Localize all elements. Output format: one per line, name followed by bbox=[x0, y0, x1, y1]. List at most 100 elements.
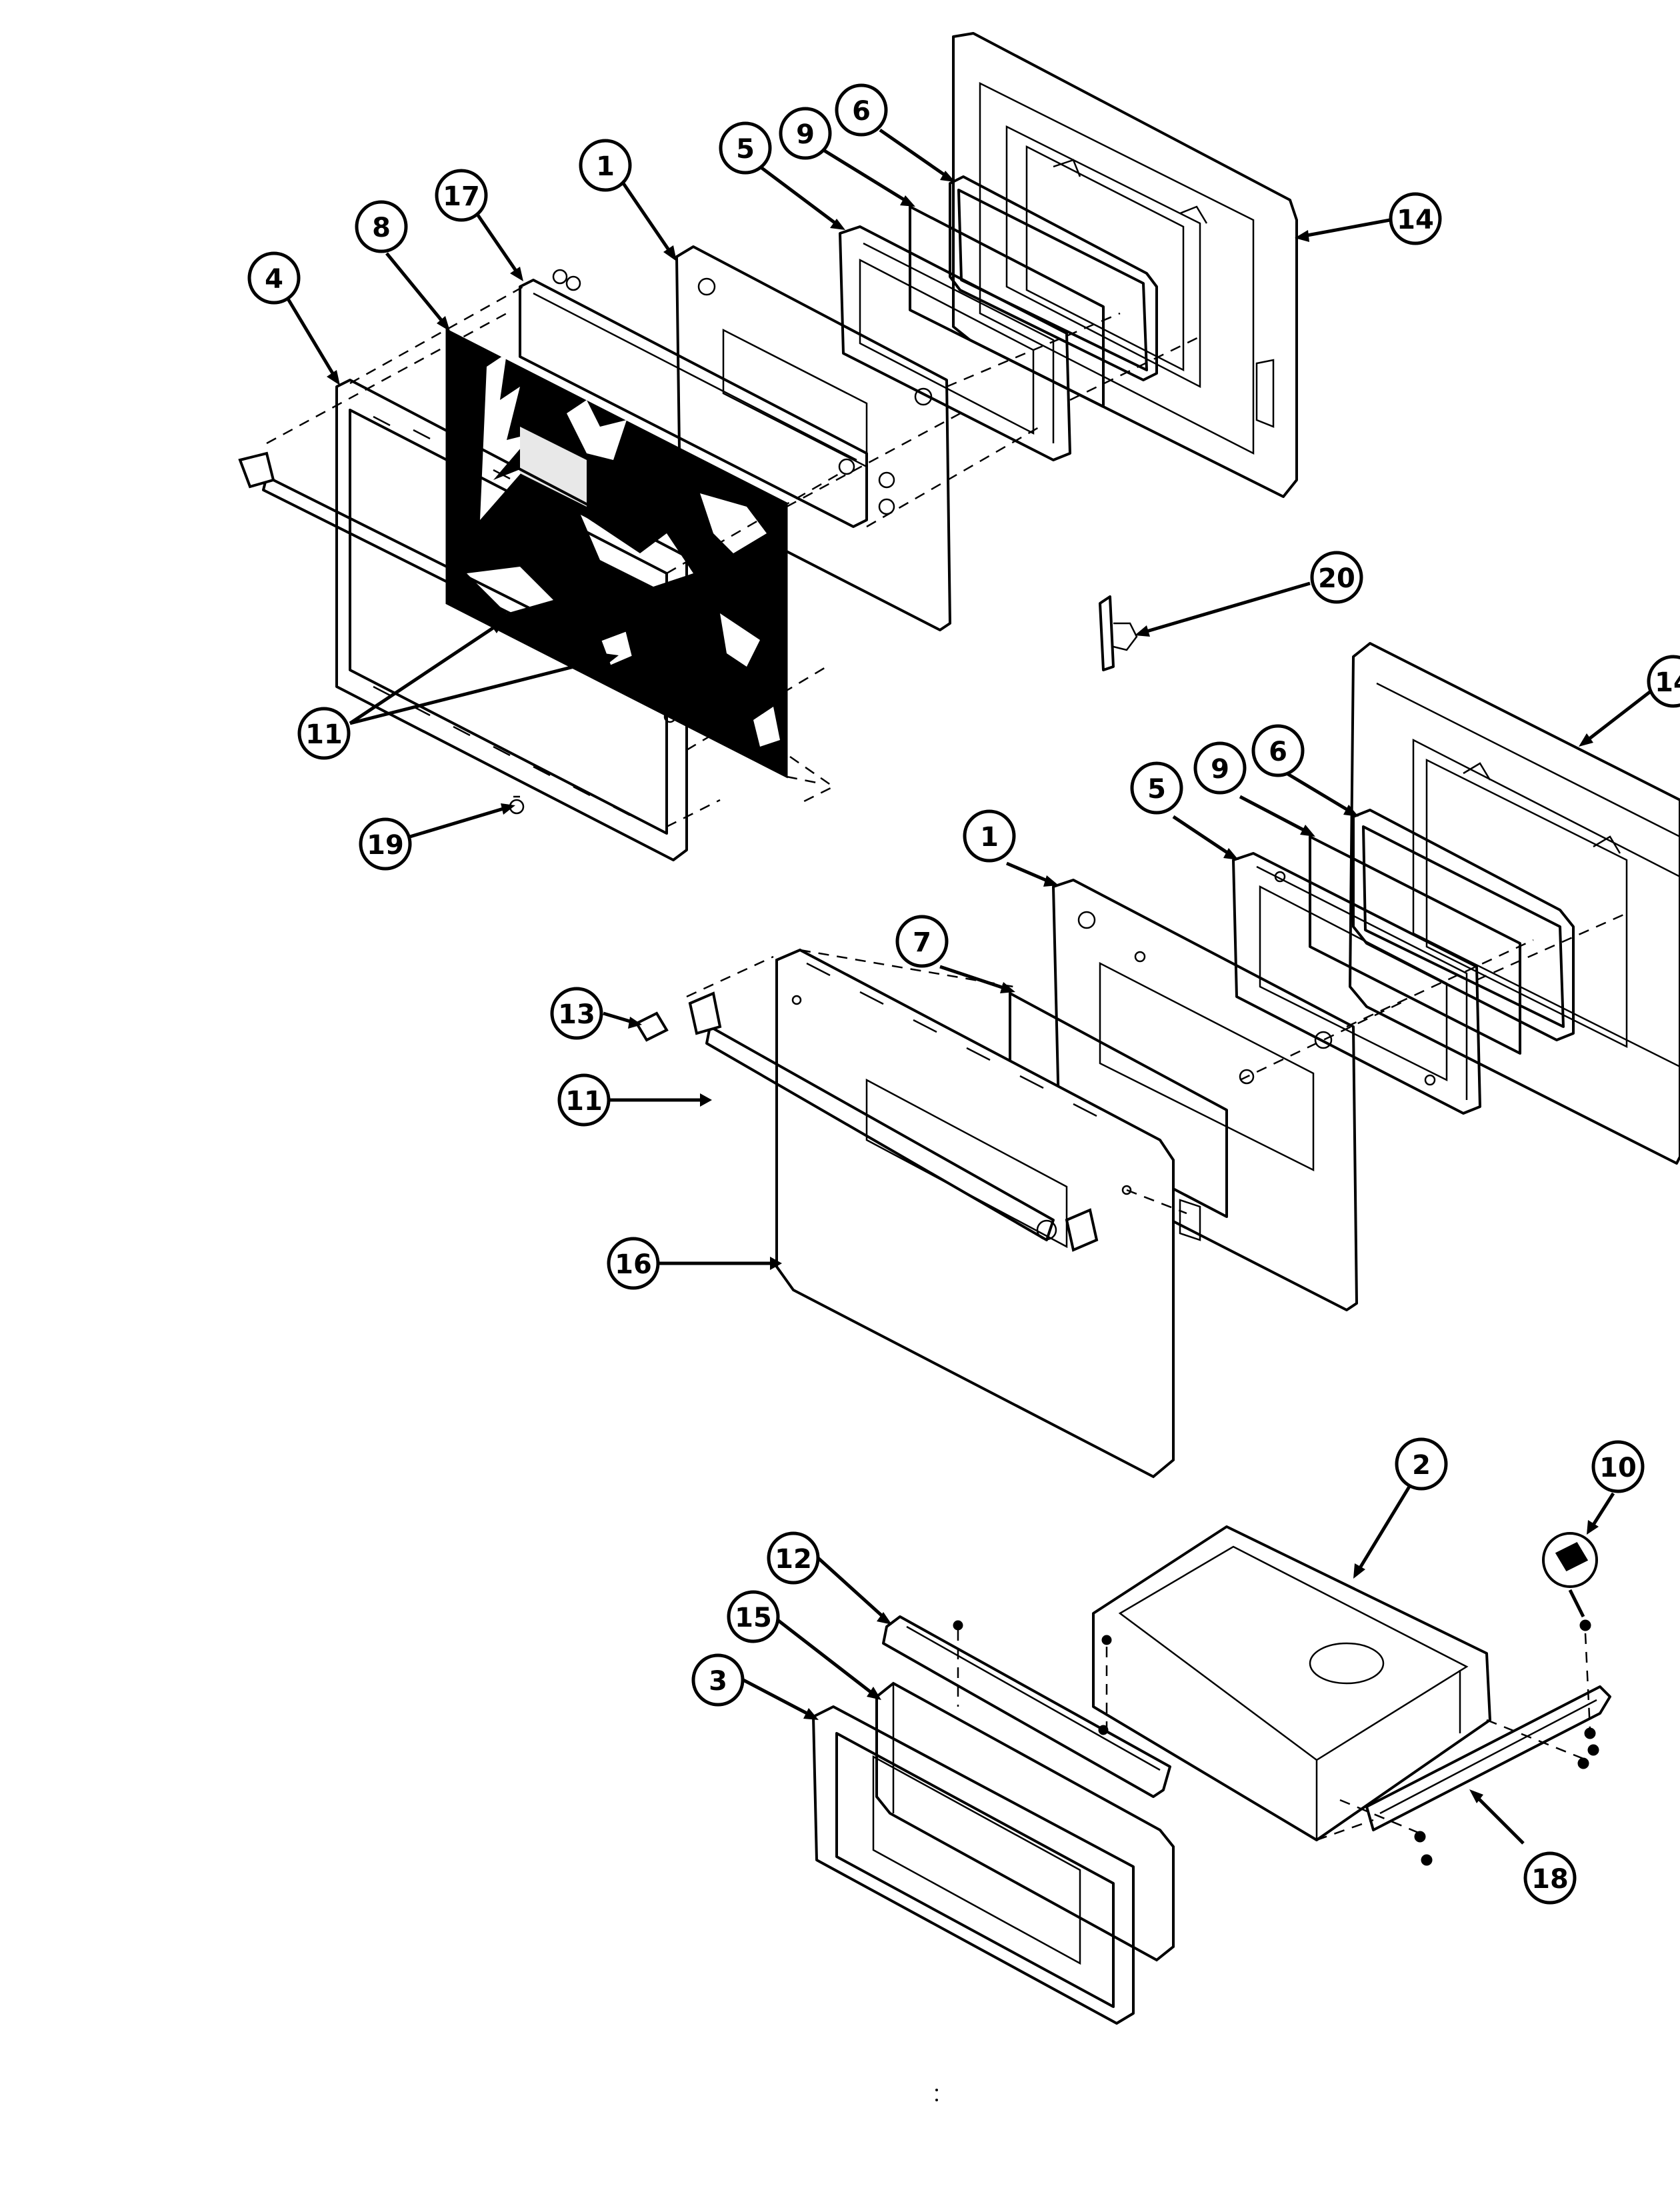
callout-circle bbox=[355, 200, 408, 253]
callout-circle bbox=[1130, 761, 1183, 815]
callout-label: 13 bbox=[558, 999, 595, 1030]
callout-7: 7 bbox=[895, 915, 949, 968]
part-4-upper-door-frame bbox=[335, 379, 688, 861]
callout-label: 9 bbox=[1211, 754, 1229, 785]
callout-circle bbox=[767, 1531, 820, 1585]
callout-label: 11 bbox=[305, 719, 343, 750]
callout-circle bbox=[1647, 655, 1680, 708]
callout-9: 9 bbox=[779, 107, 832, 160]
callout-circle bbox=[607, 1237, 660, 1290]
lower-assembly-lines bbox=[686, 912, 1627, 1215]
part-6-upper-gasket bbox=[949, 175, 1158, 381]
upper-door-assembly bbox=[238, 32, 1298, 861]
callout-label: 5 bbox=[736, 134, 755, 165]
callout-13: 13 bbox=[550, 987, 603, 1040]
callout-12: 12 bbox=[767, 1531, 820, 1585]
callout-5: 5 bbox=[719, 121, 772, 175]
callout-circle bbox=[691, 1653, 745, 1707]
part-14-lower-door-liner bbox=[1349, 642, 1680, 1165]
drawer-assembly-lines bbox=[957, 1630, 1591, 1841]
part-11-upper-handle bbox=[238, 451, 655, 685]
callout-14: 14 bbox=[1389, 192, 1442, 245]
part-10-clip bbox=[1542, 1532, 1598, 1588]
callout-20: 20 bbox=[1310, 551, 1363, 604]
callout-label: 20 bbox=[1318, 563, 1355, 594]
callout-9b: 9 bbox=[1193, 741, 1247, 795]
callout-circle bbox=[727, 1590, 780, 1643]
callout-label: 8 bbox=[372, 213, 391, 243]
callout-bubbles: 112345566789910111112131414151617181920 bbox=[247, 83, 1680, 1905]
part-20-hinge-clip bbox=[1099, 595, 1138, 671]
callout-circle bbox=[1251, 724, 1305, 777]
callout-circle bbox=[1389, 192, 1442, 245]
callout-1b: 1 bbox=[963, 809, 1016, 863]
callout-circle bbox=[779, 107, 832, 160]
callout-19: 19 bbox=[359, 817, 412, 871]
part-9-lower-glass bbox=[1309, 835, 1521, 1055]
callout-3: 3 bbox=[691, 1653, 745, 1707]
callout-label: 6 bbox=[1269, 737, 1287, 767]
callout-label: 14 bbox=[1655, 667, 1680, 698]
callout-label: 16 bbox=[615, 1249, 652, 1280]
callout-15: 15 bbox=[727, 1590, 780, 1643]
part-18-drawer-slide bbox=[1365, 1685, 1611, 1831]
callout-circle bbox=[435, 169, 488, 222]
callout-label: 9 bbox=[796, 119, 815, 150]
callout-8: 8 bbox=[355, 200, 408, 253]
callout-2: 2 bbox=[1395, 1437, 1448, 1491]
callout-circle bbox=[835, 83, 888, 137]
callout-label: 5 bbox=[1147, 774, 1166, 805]
part-16-lower-door-panel bbox=[775, 948, 1175, 1479]
callout-circle bbox=[297, 707, 351, 760]
part-13-badge bbox=[635, 1011, 669, 1042]
callout-label: 14 bbox=[1397, 205, 1434, 235]
callout-label: 11 bbox=[565, 1086, 603, 1117]
stray-mark bbox=[935, 2089, 938, 2101]
part-5-upper-glass-pack bbox=[839, 225, 1071, 461]
callout-label: 1 bbox=[596, 151, 615, 182]
callout-circle bbox=[719, 121, 772, 175]
lower-door-assembly bbox=[635, 642, 1680, 1479]
part-15-drawer-front-panel bbox=[875, 1681, 1175, 1962]
part-14-upper-door-liner bbox=[952, 32, 1298, 498]
part-3-drawer-front-frame bbox=[812, 1705, 1135, 2025]
callout-circle bbox=[1395, 1437, 1448, 1491]
drawer-assembly bbox=[812, 1525, 1611, 2025]
callout-circle bbox=[963, 809, 1016, 863]
callout-label: 3 bbox=[709, 1666, 727, 1697]
callout-label: 7 bbox=[913, 927, 931, 958]
part-11-lower-handle bbox=[688, 991, 1099, 1252]
callout-circle bbox=[579, 139, 632, 192]
callout-label: 10 bbox=[1599, 1453, 1637, 1483]
callout-11: 11 bbox=[297, 707, 351, 760]
callout-circle bbox=[557, 1073, 611, 1127]
callout-circle bbox=[247, 251, 301, 305]
callout-label: 6 bbox=[852, 96, 871, 127]
callout-6: 6 bbox=[835, 83, 888, 137]
callout-circle bbox=[359, 817, 412, 871]
part-6-lower-gasket bbox=[1352, 809, 1575, 1041]
callout-circle bbox=[1591, 1440, 1645, 1493]
callout-16: 16 bbox=[607, 1237, 660, 1290]
callout-label: 19 bbox=[367, 830, 404, 861]
callout-circle bbox=[895, 915, 949, 968]
leader-lines bbox=[285, 128, 1658, 1845]
drawer-screws bbox=[953, 1619, 1599, 1866]
callout-11b: 11 bbox=[557, 1073, 611, 1127]
callout-1: 1 bbox=[579, 139, 632, 192]
callout-label: 2 bbox=[1412, 1450, 1431, 1481]
callout-label: 4 bbox=[265, 264, 283, 295]
callout-6b: 6 bbox=[1251, 724, 1305, 777]
callout-circle bbox=[1523, 1851, 1577, 1905]
callout-14b: 14 bbox=[1647, 655, 1680, 708]
callout-label: 18 bbox=[1531, 1864, 1569, 1895]
callout-label: 1 bbox=[980, 822, 999, 853]
part-2-drawer-pan bbox=[1092, 1525, 1491, 1841]
callout-circle bbox=[1310, 551, 1363, 604]
callout-label: 12 bbox=[775, 1544, 812, 1575]
callout-circle bbox=[1193, 741, 1247, 795]
callout-circle bbox=[550, 987, 603, 1040]
callout-17: 17 bbox=[435, 169, 488, 222]
part-12-drawer-bracket bbox=[882, 1615, 1171, 1798]
